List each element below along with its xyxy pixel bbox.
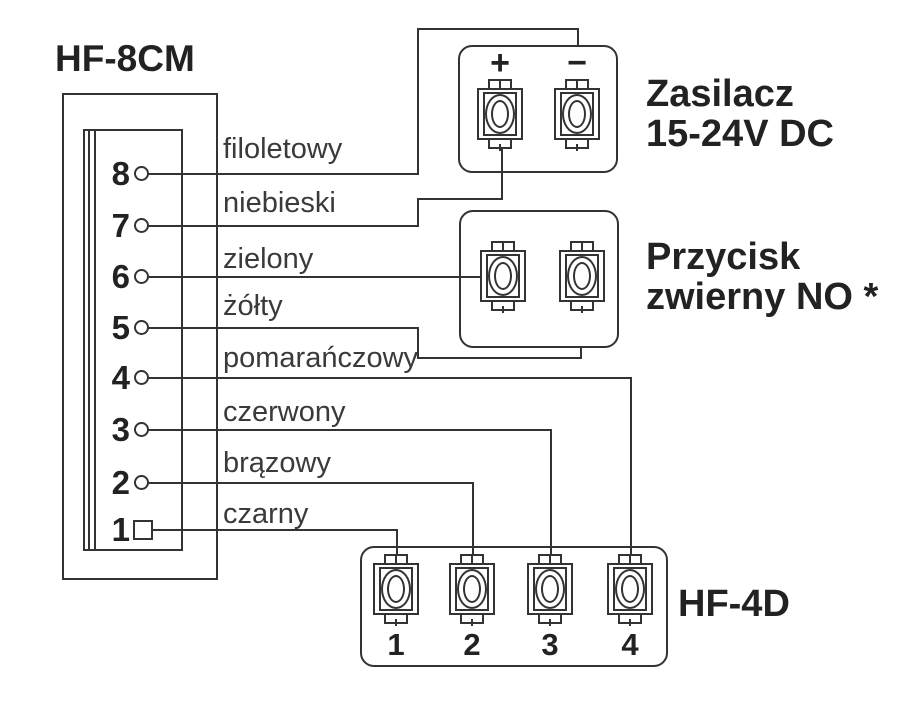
- wire-yellow-segment: [580, 347, 582, 359]
- screw-terminal-button-left: [478, 241, 528, 313]
- terminal-screw-slot: [463, 575, 481, 603]
- pin-number-8: 8: [111, 155, 130, 192]
- terminal-bottom-tab: [488, 138, 512, 151]
- terminal-bottom-tab: [565, 138, 589, 151]
- terminal-bottom-tab: [491, 300, 515, 313]
- pin-number-5: 5: [111, 309, 130, 346]
- wire-violet-segment: [148, 173, 419, 175]
- pin-contact-4: [134, 370, 149, 385]
- terminal-screw-slot: [491, 100, 509, 128]
- wire-brown-segment: [472, 482, 474, 557]
- push-button-box: [459, 210, 619, 348]
- minus-sign: −: [567, 44, 587, 82]
- terminal-screw-slot: [573, 262, 591, 290]
- wire-label-blue: niebieski: [223, 187, 336, 219]
- terminal-screw-slot: [568, 100, 586, 128]
- hf8cm-outer-box: [62, 93, 218, 580]
- terminal-bottom-tab: [538, 613, 562, 626]
- wire-yellow-segment: [148, 327, 419, 329]
- pin-number-1: 1: [111, 511, 130, 548]
- wire-orange-segment: [630, 377, 632, 557]
- connector-title: HF-8CM: [55, 38, 195, 79]
- terminal-bottom-tab: [618, 613, 642, 626]
- terminal-bottom-tab: [570, 300, 594, 313]
- hf4d-terminal-number-3: 3: [541, 627, 559, 662]
- terminal-bottom-tab: [384, 613, 408, 626]
- pin-number-4: 4: [111, 359, 130, 396]
- pin-contact-7: [134, 218, 149, 233]
- wire-label-orange: pomarańczowy: [223, 342, 419, 374]
- wire-blue-segment: [417, 198, 503, 200]
- hf4d-label: HF-4D: [678, 583, 790, 625]
- wire-yellow-segment: [417, 357, 582, 359]
- power-supply-label-line2: 15-24V DC: [646, 113, 834, 155]
- push-button-label-line2: zwierny NO *: [646, 276, 879, 318]
- wire-black-segment: [153, 529, 398, 531]
- power-supply-box: [458, 45, 618, 173]
- wire-red-segment: [550, 429, 552, 557]
- terminal-screw-slot: [494, 262, 512, 290]
- screw-terminal-hf4d-1: [371, 554, 421, 626]
- pin-contact-6: [134, 269, 149, 284]
- wire-label-red: czerwony: [223, 396, 346, 428]
- power-supply-label-line1: Zasilacz: [646, 73, 794, 115]
- screw-terminal-minus: [552, 79, 602, 151]
- screw-terminal-hf4d-2: [447, 554, 497, 626]
- wire-green-segment: [148, 276, 482, 278]
- hf4d-box: [360, 546, 668, 667]
- wire-red-segment: [148, 429, 552, 431]
- hf8cm-ribbon-line: [94, 131, 96, 549]
- screw-terminal-hf4d-4: [605, 554, 655, 626]
- wire-violet-segment: [417, 28, 419, 175]
- wire-label-black: czarny: [223, 498, 309, 530]
- wire-label-brown: brązowy: [223, 447, 331, 479]
- screw-terminal-hf4d-3: [525, 554, 575, 626]
- hf8cm-inner-box: [83, 129, 183, 551]
- wire-violet-segment: [577, 28, 579, 47]
- wire-blue-segment: [417, 198, 419, 227]
- pin-number-6: 6: [111, 258, 130, 295]
- terminal-screw-slot: [387, 575, 405, 603]
- pin-contact-8: [134, 166, 149, 181]
- wire-label-green: zielony: [223, 243, 314, 275]
- wire-blue-segment: [148, 225, 419, 227]
- wire-black-segment: [396, 529, 398, 557]
- push-button-label-line1: Przycisk: [646, 236, 801, 278]
- pin-number-2: 2: [111, 464, 130, 501]
- hf4d-terminal-number-4: 4: [621, 627, 639, 662]
- wire-brown-segment: [148, 482, 474, 484]
- terminal-screw-slot: [541, 575, 559, 603]
- pin-number-3: 3: [111, 411, 130, 448]
- pin-contact-3: [134, 422, 149, 437]
- wire-label-violet: filoletowy: [223, 133, 343, 165]
- wire-orange-segment: [148, 377, 632, 379]
- hf8cm-ribbon-line: [88, 131, 90, 549]
- terminal-screw-slot: [621, 575, 639, 603]
- pin-contact-1-square: [133, 520, 153, 540]
- wire-yellow-segment: [417, 327, 419, 359]
- wire-blue-segment: [501, 149, 503, 200]
- pin-contact-5: [134, 320, 149, 335]
- wire-violet-segment: [417, 28, 579, 30]
- pin-number-7: 7: [111, 207, 130, 244]
- hf4d-terminal-number-2: 2: [463, 627, 481, 662]
- screw-terminal-plus: [475, 79, 525, 151]
- pin-contact-2: [134, 475, 149, 490]
- wire-label-yellow: żółty: [223, 290, 283, 322]
- hf4d-terminal-number-1: 1: [387, 627, 405, 662]
- screw-terminal-button-right: [557, 241, 607, 313]
- terminal-bottom-tab: [460, 613, 484, 626]
- plus-sign: +: [490, 44, 510, 82]
